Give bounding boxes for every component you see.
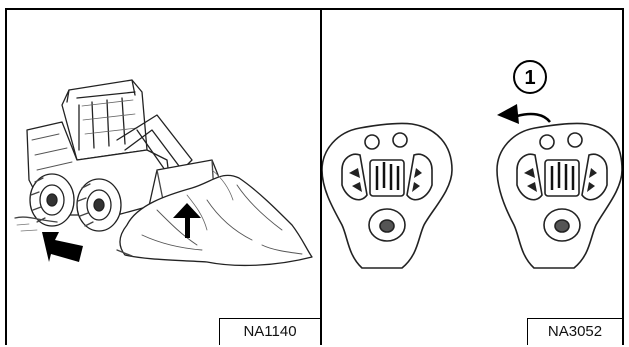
joystick-right <box>497 123 622 268</box>
joystick-panel: 1 <box>320 8 624 345</box>
loader-illustration <box>7 10 320 347</box>
loader-panel: NA1140 <box>5 8 322 345</box>
figure-reference-label: NA1140 <box>219 318 320 345</box>
callout-marker: 1 <box>514 61 546 93</box>
rotation-arrow <box>497 104 550 124</box>
svg-text:1: 1 <box>524 67 535 89</box>
joystick-illustration: 1 <box>322 10 622 347</box>
joystick-left <box>322 123 452 268</box>
figure-reference-label: NA3052 <box>527 318 622 345</box>
